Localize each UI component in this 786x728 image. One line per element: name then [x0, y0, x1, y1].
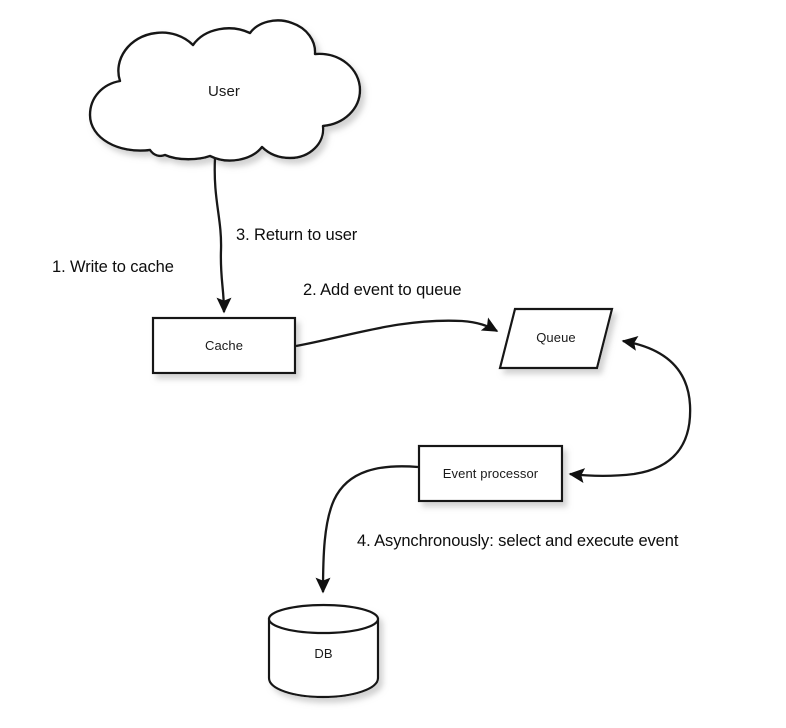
node-event-processor[interactable] [417, 444, 564, 503]
edge-label-return-to-user: 3. Return to user [236, 226, 358, 244]
edge-label-add-event-to-queue: 2. Add event to queue [303, 281, 462, 299]
edge-user-to-cache[interactable] [213, 157, 232, 314]
edge-event-processor-to-db[interactable] [315, 465, 419, 594]
node-hit-user[interactable] [88, 30, 360, 160]
node-cache[interactable] [151, 316, 297, 375]
node-hit-cache[interactable] [153, 318, 295, 373]
node-hit-queue[interactable] [500, 309, 612, 368]
edge-label-write-to-cache: 1. Write to cache [52, 258, 174, 276]
edge-label-async-select-execute: 4. Asynchronously: select and execute ev… [357, 532, 679, 550]
edge-cache-to-queue[interactable] [295, 317, 499, 348]
edge-queue-event-processor[interactable] [568, 336, 692, 484]
node-hit-event-processor[interactable] [419, 446, 562, 501]
node-user[interactable] [88, 19, 362, 162]
node-hit-db[interactable] [269, 605, 378, 697]
node-db[interactable] [267, 603, 380, 699]
